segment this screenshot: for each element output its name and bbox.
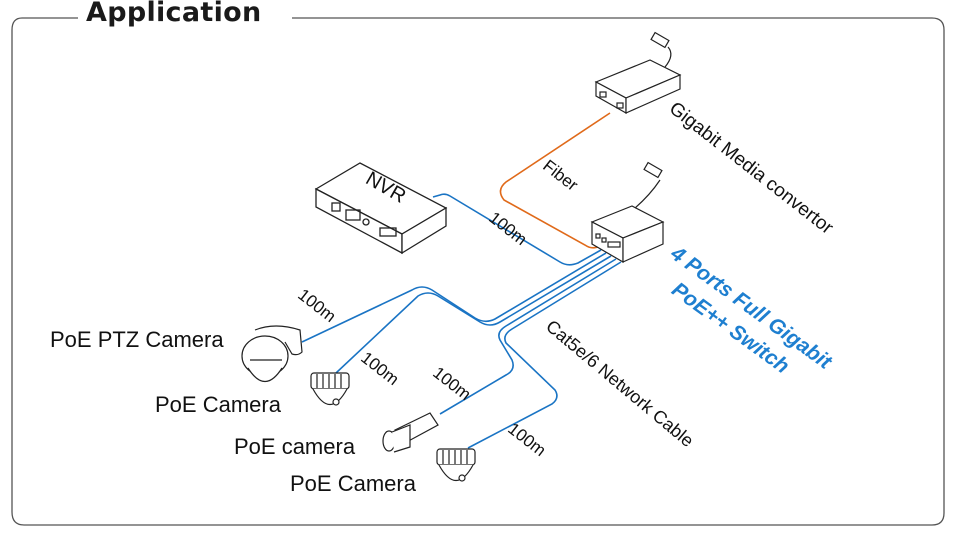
cable-ptz [301, 252, 607, 343]
box-camera-icon [382, 412, 439, 453]
camera-label-3: PoE Camera [290, 471, 416, 496]
ptz-camera-icon [241, 325, 303, 383]
cable-cam1 [335, 255, 612, 374]
dome-camera-icon [310, 372, 350, 406]
media-converter-icon [594, 31, 682, 115]
nvr-icon [314, 162, 448, 255]
cable-cam2 [439, 258, 617, 415]
page-title: Application [78, 0, 270, 28]
frame-border [11, 17, 945, 526]
camera-label-1: PoE Camera [155, 392, 281, 417]
camera-label-ptz: PoE PTZ Camera [50, 327, 224, 352]
fiber-cable [499, 112, 611, 249]
nvr-cable [432, 193, 602, 266]
dome-camera-icon-2 [436, 448, 476, 482]
poe-switch-icon [590, 161, 665, 264]
cable-cam3 [467, 261, 622, 449]
camera-label-2: PoE camera [234, 434, 356, 459]
